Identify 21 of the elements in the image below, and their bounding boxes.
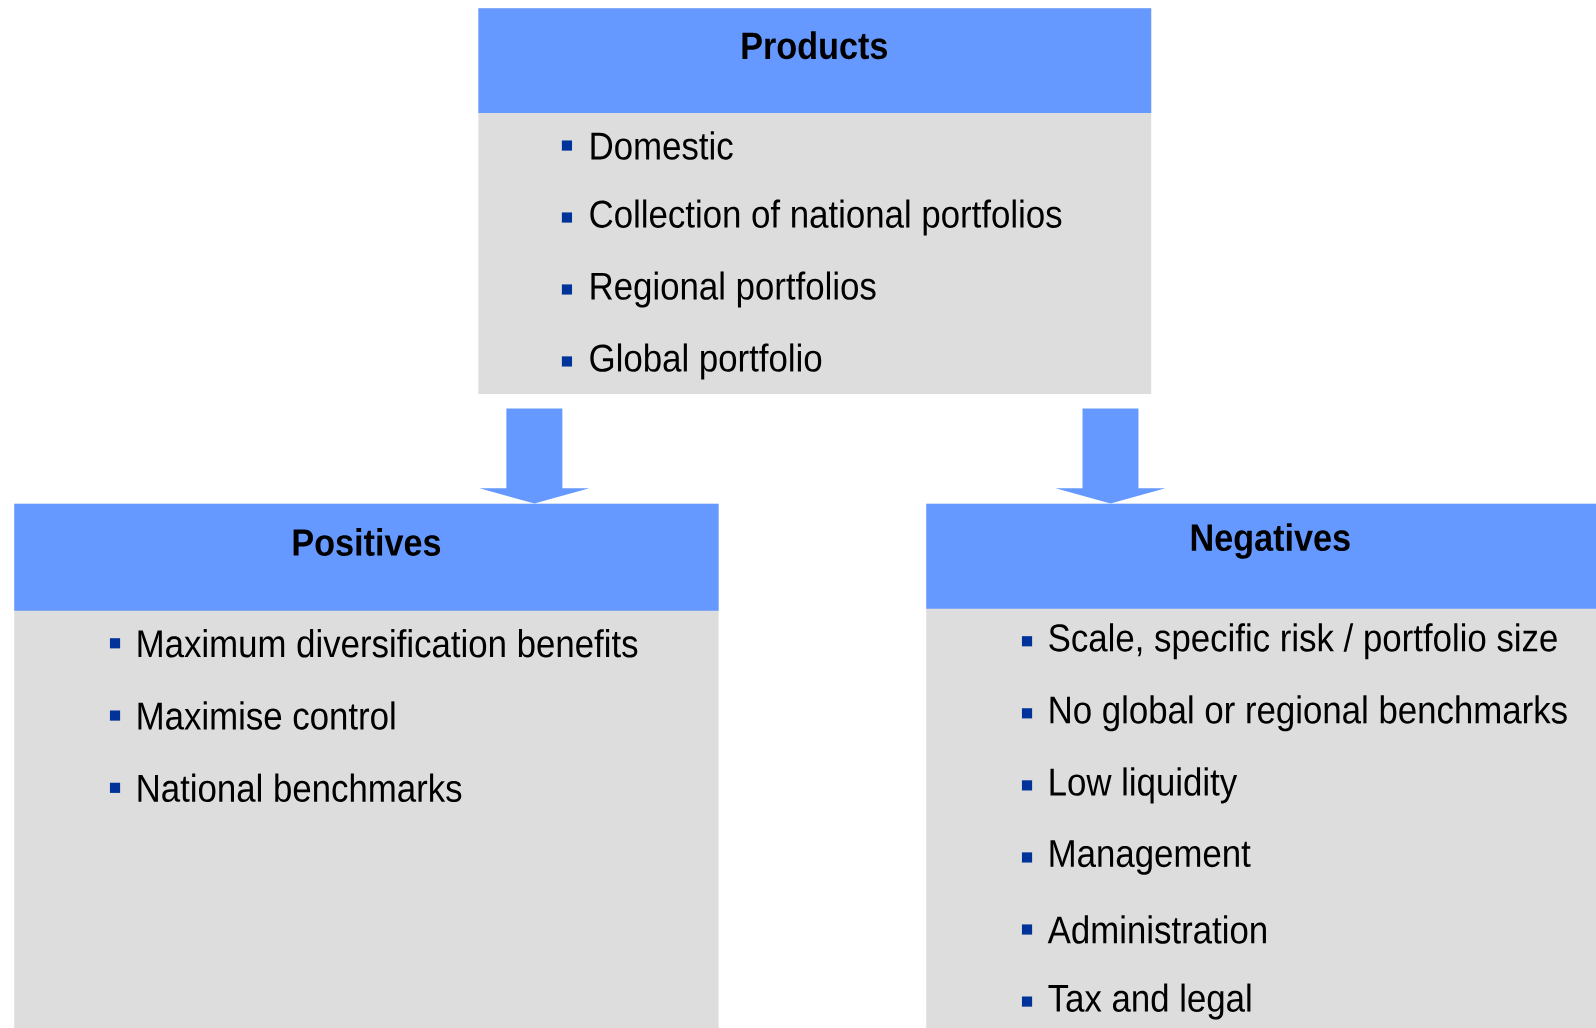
- list-panel: [478, 8, 1152, 394]
- bullet-item: Management: [1021, 840, 1251, 875]
- bullet-item: Maximise control: [109, 701, 395, 730]
- panel-heading: Products: [742, 31, 887, 60]
- bullet-item: Tax and legal: [1021, 983, 1251, 1020]
- panel-heading: Negatives: [1191, 523, 1350, 559]
- list-panel: [926, 503, 1596, 1028]
- block-arrow: [479, 408, 590, 504]
- block-arrow: [1055, 408, 1166, 504]
- panel-heading: Positives: [293, 528, 441, 556]
- bullet-item: Administration: [1021, 915, 1266, 944]
- bullet-item: Maximum diversification benefits: [109, 629, 638, 658]
- bullet-item: Low liquidity: [1021, 767, 1238, 804]
- list-panel: [14, 503, 719, 1028]
- bullet-item: No global or regional benchmarks: [1021, 695, 1567, 732]
- bullet-item: Collection of national portfolios: [561, 199, 1062, 236]
- bullet-item: Domestic: [561, 131, 733, 160]
- bullet-item: Regional portfolios: [561, 271, 876, 308]
- bullet-item: Scale, specific risk / portfolio size: [1021, 623, 1557, 660]
- bullet-item: Global portfolio: [561, 343, 822, 380]
- bullet-item: National benchmarks: [109, 773, 462, 802]
